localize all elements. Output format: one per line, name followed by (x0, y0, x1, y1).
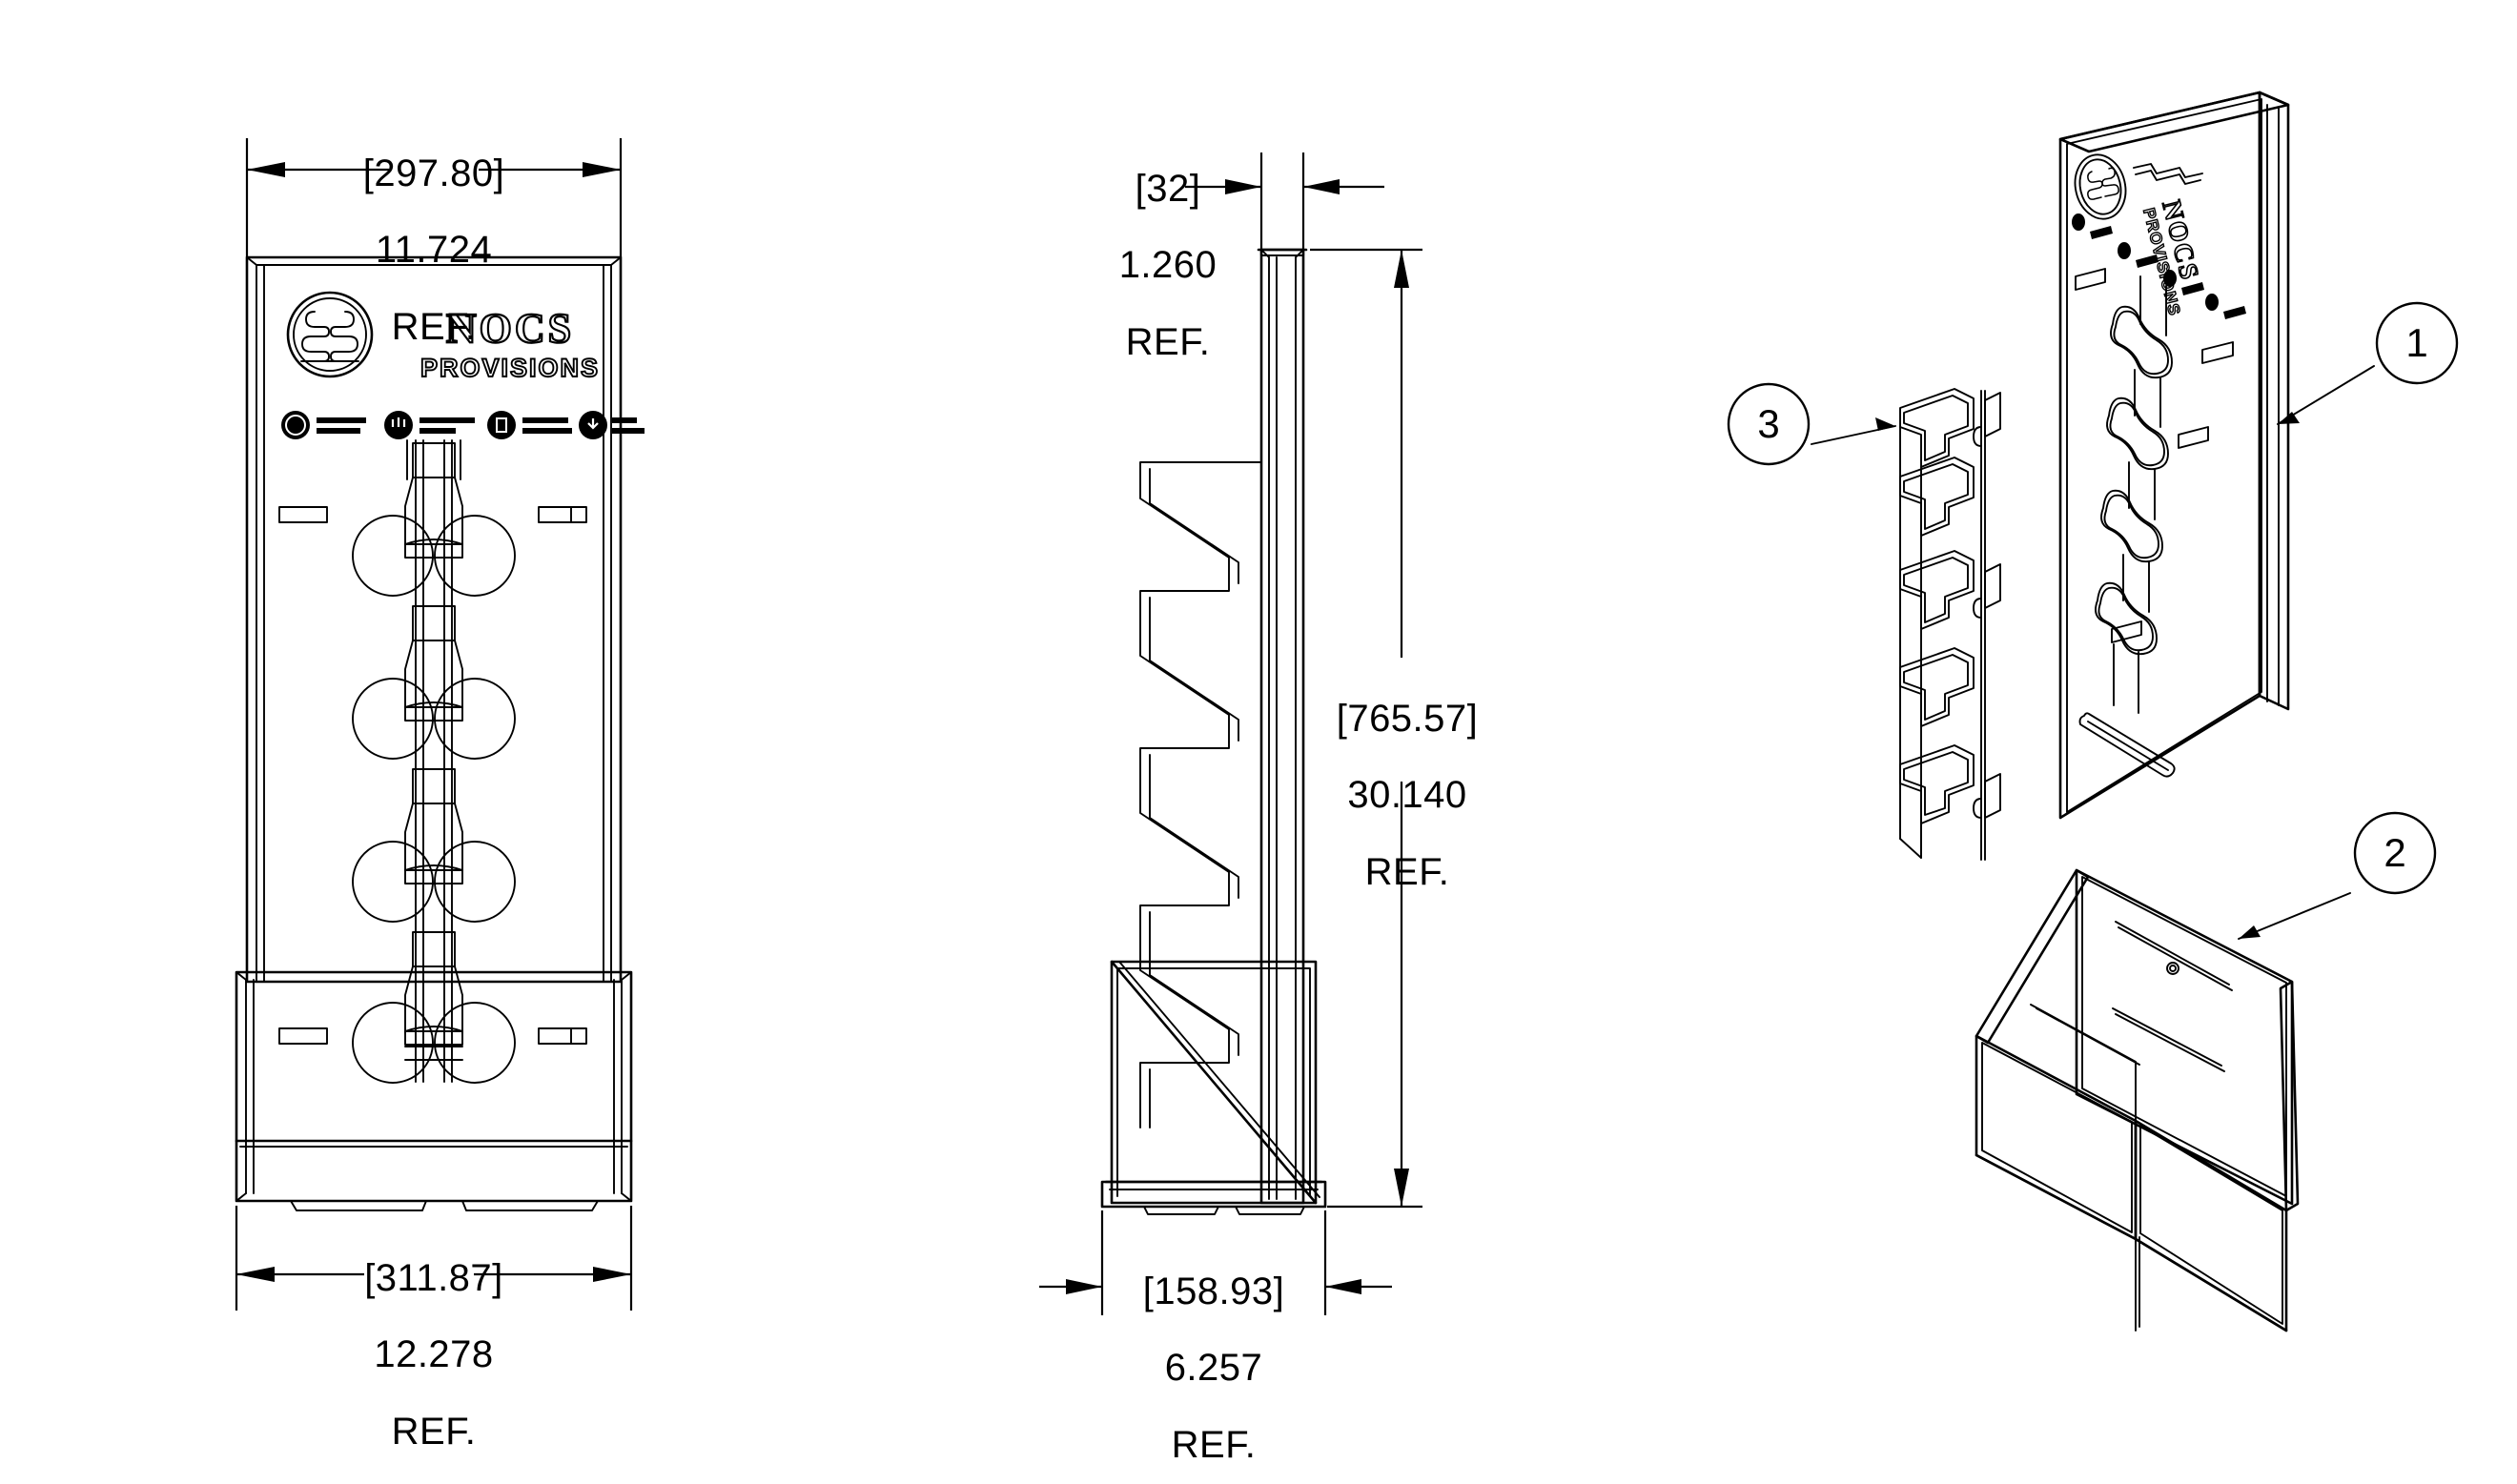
nocs-roundel-logo (286, 291, 374, 378)
binocular-unit (352, 931, 516, 1084)
side-panel-edge (1259, 248, 1305, 1205)
iso-binocular-cutouts (2095, 305, 2173, 656)
brand-wordmark: NOCS PROVISIONS (420, 304, 600, 383)
side-view (1039, 152, 1422, 1315)
dimension-base-depth: [158.93] 6.257 REF. (1142, 1270, 1285, 1467)
iso-feature-badges (2072, 213, 2246, 319)
dimension-front-base-width: [311.87] 12.278 REF. (364, 1256, 503, 1454)
iso-panel-slots (2075, 268, 2234, 643)
iso-panel-score-lines (2113, 275, 2167, 714)
front-width-extension-lines (245, 138, 623, 257)
badge-waterproof (281, 411, 366, 439)
thickness-extension-lines (1259, 152, 1305, 255)
balloon-circles (1727, 301, 2459, 895)
feature-badges-row (281, 411, 645, 439)
drawing-canvas: NOCS PROVISIONS (235, 91, 2459, 1332)
iso-nocs-roundel-logo (2074, 153, 2127, 220)
side-sawtooth-bracket (1139, 461, 1262, 1128)
drawing-sheet: NOCS PROVISIONS (235, 91, 2459, 1466)
overall-height-dimension-line (1394, 250, 1409, 1207)
dimension-front-width: [297.80] 11.724 REF. (362, 152, 505, 349)
thickness-dimension-line (1185, 179, 1384, 194)
balloon-item-1-label[interactable]: 1 (2405, 320, 2428, 365)
binocular-unit (352, 605, 516, 760)
front-base-width-extension-lines (235, 1206, 633, 1311)
dimension-panel-thickness: [32] 1.260 REF. (1118, 167, 1218, 364)
binocular-unit (352, 768, 516, 923)
leader-line-item-2 (2238, 892, 2351, 940)
iso-sawtooth-bracket (1899, 388, 2001, 861)
badge-optics (384, 411, 475, 439)
balloon-item-3-label[interactable]: 3 (1757, 401, 1780, 446)
front-backer-panel (245, 255, 623, 984)
dimension-overall-height: [765.57] 30.140 REF. (1336, 697, 1479, 894)
svg-text:PROVISIONS: PROVISIONS (420, 354, 600, 382)
side-base-tray-wedge (1100, 960, 1327, 1215)
balloon-item-3-circle (1727, 382, 1811, 466)
badge-warranty (487, 411, 572, 439)
isometric-exploded-view: NOCS PROVISIONS (1727, 91, 2459, 1332)
front-panel-slots (278, 506, 587, 1045)
base-depth-dimension-line (1039, 1279, 1392, 1294)
binocular-unit (352, 439, 516, 597)
iso-panel-bottom-lip (2078, 712, 2176, 778)
binocular-stack (352, 439, 516, 1084)
balloon-item-1-circle (2375, 301, 2459, 385)
svg-text:NOCS: NOCS (446, 305, 574, 352)
badge-rugged (579, 411, 645, 439)
bracket-teeth (1899, 388, 1975, 824)
side-panel-top-cap (1257, 248, 1308, 256)
balloon-item-2-circle (2353, 811, 2437, 895)
overall-height-extension-lines (1310, 248, 1422, 1209)
iso-base-tray (1975, 868, 2300, 1332)
front-width-dimension-line (247, 162, 621, 177)
leader-line-item-3 (1811, 417, 1896, 445)
front-view: NOCS PROVISIONS (235, 138, 645, 1311)
leader-line-item-1 (2277, 365, 2375, 425)
balloon-item-2-label[interactable]: 2 (2384, 830, 2406, 875)
front-base-tray (235, 970, 633, 1211)
iso-backer-panel: NOCS PROVISIONS (2058, 91, 2290, 820)
front-base-width-dimension-line (236, 1267, 631, 1282)
base-depth-extension-lines (1100, 1210, 1327, 1315)
